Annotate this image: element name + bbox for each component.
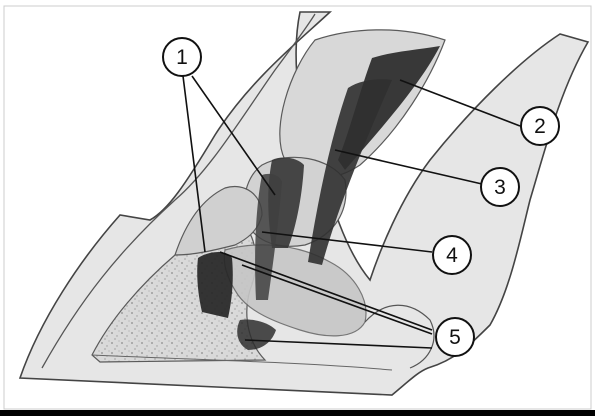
- callout-2: 2: [521, 107, 559, 145]
- callout-3: 3: [481, 168, 519, 206]
- callout-label: 2: [534, 115, 546, 138]
- ligament-5: [197, 252, 233, 318]
- callout-label: 5: [449, 326, 461, 349]
- callout-5: 5: [436, 318, 474, 356]
- callout-1: 1: [163, 38, 201, 76]
- callout-label: 1: [176, 46, 188, 69]
- callout-label: 4: [446, 244, 458, 267]
- callout-label: 3: [494, 176, 506, 199]
- bottom-rule: [0, 410, 595, 416]
- callout-4: 4: [433, 236, 471, 274]
